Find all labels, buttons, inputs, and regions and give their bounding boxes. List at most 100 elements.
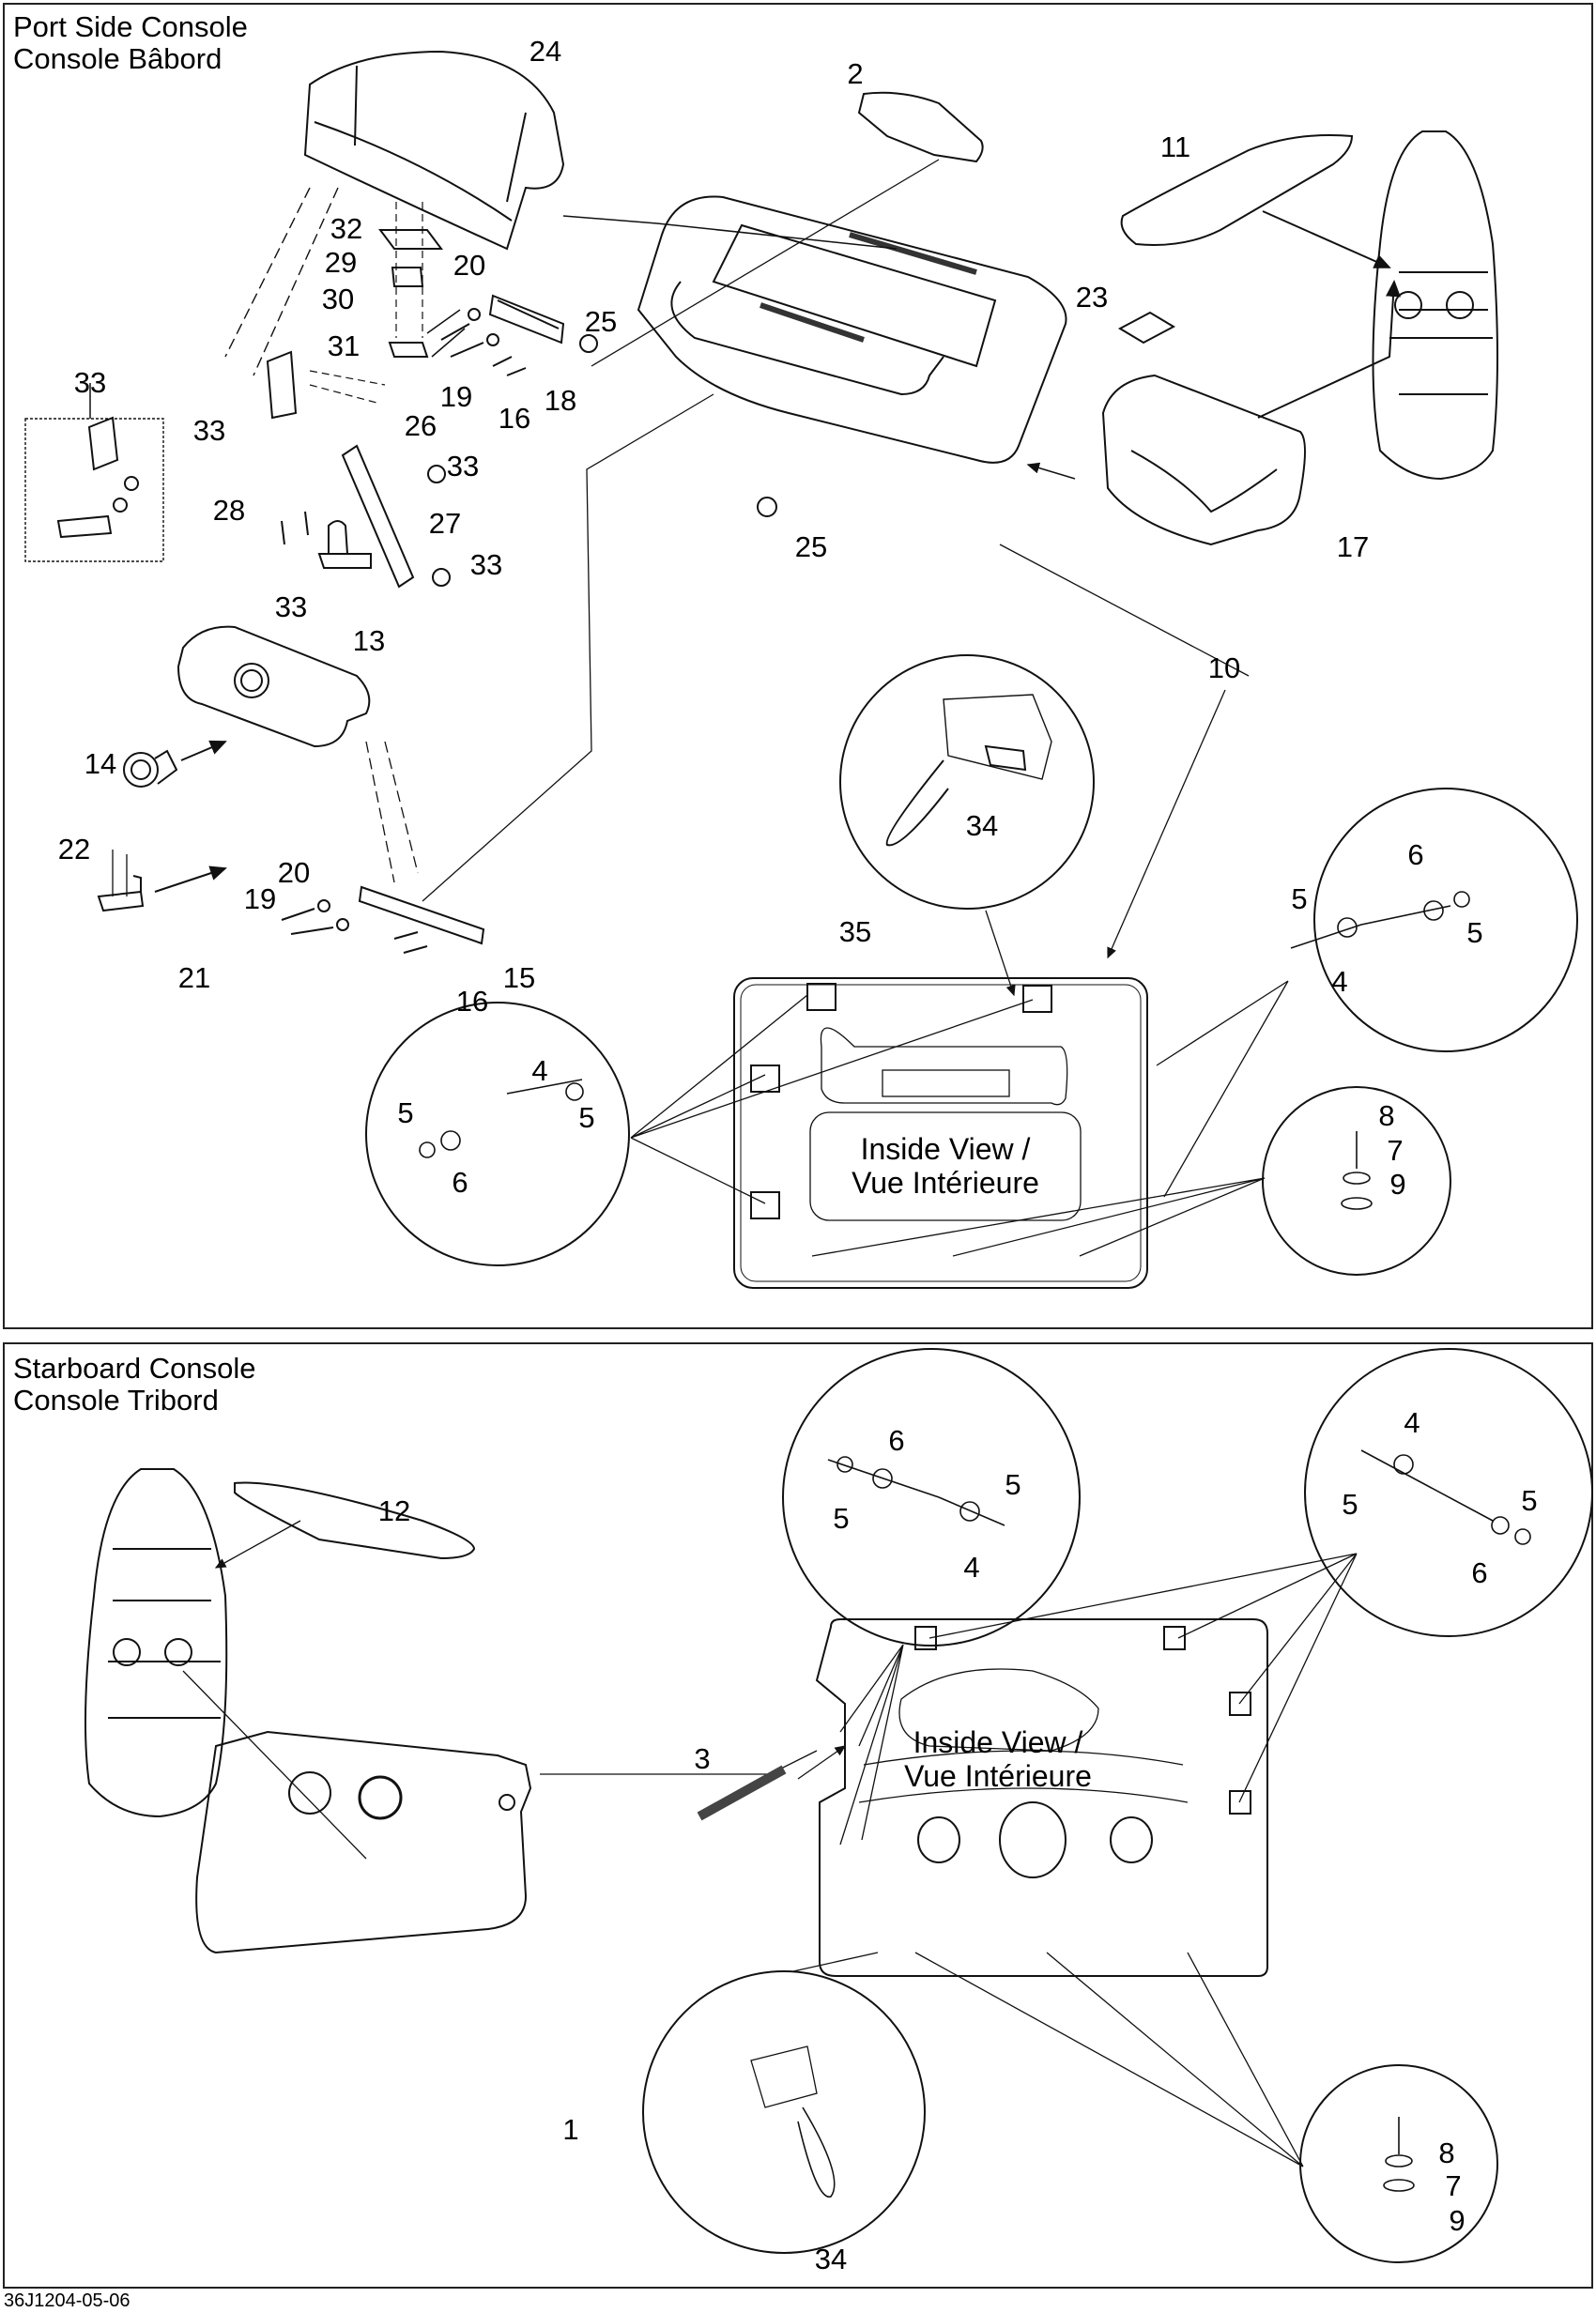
bolt-washer-nut-detail-starboard bbox=[750, 1449, 1531, 2198]
part-callout-1: 1 bbox=[562, 2113, 579, 2146]
part-callout-6: 6 bbox=[888, 1424, 905, 1457]
port-section-title: Port Side Console Console Bâbord bbox=[13, 11, 248, 75]
part-callout-9: 9 bbox=[1389, 1168, 1406, 1201]
inside-view-fr: Vue Intérieure bbox=[904, 1759, 1092, 1793]
port-title-fr: Console Bâbord bbox=[13, 42, 223, 75]
part-callout-5: 5 bbox=[1342, 1488, 1358, 1521]
detail-34-circle-starboard bbox=[642, 1970, 926, 2254]
bracket-21-drawing bbox=[97, 850, 227, 912]
part-callout-34: 34 bbox=[814, 2243, 848, 2275]
seat-cushion-24-drawing bbox=[303, 50, 565, 251]
part-callout-26: 26 bbox=[404, 409, 437, 442]
part-callout-27: 27 bbox=[428, 507, 462, 540]
part-callout-18: 18 bbox=[544, 384, 577, 417]
drawing-code: 36J1204-05-06 bbox=[4, 2290, 130, 2311]
starboard-title-en: Starboard Console bbox=[13, 1352, 256, 1385]
port-title-en: Port Side Console bbox=[13, 10, 248, 43]
detail-circle-bolt-starboard-right bbox=[1304, 1348, 1593, 1637]
part-callout-33: 33 bbox=[73, 366, 107, 399]
part-callout-20: 20 bbox=[277, 856, 311, 889]
port-inside-view-label: Inside View / Vue Intérieure bbox=[852, 1132, 1039, 1200]
glovebox-lid-13-drawing bbox=[123, 625, 371, 788]
part-callout-5: 5 bbox=[578, 1101, 595, 1134]
part-callout-9: 9 bbox=[1449, 2204, 1466, 2237]
starboard-title-fr: Console Tribord bbox=[13, 1384, 219, 1417]
part-callout-21: 21 bbox=[177, 961, 211, 994]
part-callout-29: 29 bbox=[324, 246, 358, 279]
part-callout-33: 33 bbox=[274, 590, 308, 623]
port-side-console-panel bbox=[3, 3, 1593, 1329]
part-callout-30: 30 bbox=[321, 283, 355, 315]
decal-2-drawing bbox=[857, 91, 984, 163]
part-callout-14: 14 bbox=[84, 747, 117, 780]
part-callout-6: 6 bbox=[452, 1166, 468, 1199]
part-callout-19: 19 bbox=[439, 380, 473, 413]
detail-circle-screw-starboard bbox=[1299, 2064, 1498, 2263]
console-10-drawing bbox=[579, 195, 1067, 517]
part-callout-16: 16 bbox=[455, 985, 489, 1018]
console-1-drawing bbox=[195, 1730, 532, 1954]
storage-tray-17-drawing bbox=[1101, 374, 1306, 546]
inside-view-en: Inside View / bbox=[860, 1132, 1031, 1166]
part-callout-4: 4 bbox=[963, 1551, 980, 1584]
part-callout-10: 10 bbox=[1207, 651, 1241, 684]
part-callout-33: 33 bbox=[446, 450, 480, 483]
part-callout-34: 34 bbox=[965, 809, 999, 842]
detail-circle-bolt-starboard-left bbox=[782, 1348, 1081, 1647]
detail-circle-bolt-port-left bbox=[365, 1002, 630, 1266]
part-callout-2: 2 bbox=[847, 57, 864, 90]
part-callout-31: 31 bbox=[327, 329, 361, 362]
part-callout-16: 16 bbox=[498, 402, 531, 435]
part-callout-33: 33 bbox=[469, 548, 503, 581]
kit-33-drawing bbox=[56, 383, 139, 539]
detail-circle-screw-port bbox=[1262, 1086, 1451, 1276]
piano-hinge-18-drawing bbox=[488, 294, 565, 345]
part-callout-8: 8 bbox=[1438, 2137, 1455, 2169]
part-callout-4: 4 bbox=[531, 1054, 548, 1087]
part-callout-25: 25 bbox=[584, 305, 618, 338]
part-callout-5: 5 bbox=[1521, 1484, 1538, 1517]
part-callout-12: 12 bbox=[377, 1494, 411, 1527]
detail-34-circle-port bbox=[839, 654, 1095, 910]
decal-12-drawing bbox=[234, 1481, 476, 1560]
part-callout-5: 5 bbox=[1005, 1468, 1021, 1501]
kit-33-inset-box bbox=[24, 418, 164, 562]
decal-23-drawing bbox=[1117, 311, 1176, 345]
part-callout-11: 11 bbox=[1159, 130, 1191, 163]
part-callout-6: 6 bbox=[1471, 1556, 1488, 1589]
part-callout-5: 5 bbox=[397, 1096, 414, 1129]
part-callout-4: 4 bbox=[1331, 965, 1348, 998]
link-arm-27-drawing bbox=[266, 350, 451, 589]
inside-view-en: Inside View / bbox=[913, 1725, 1083, 1759]
boat-top-view-port bbox=[1257, 130, 1498, 481]
fasteners-top-drawing bbox=[440, 308, 527, 376]
part-callout-7: 7 bbox=[1445, 2169, 1462, 2202]
part-callout-33: 33 bbox=[192, 414, 226, 447]
spring-3-drawing bbox=[697, 1765, 787, 1821]
part-callout-20: 20 bbox=[453, 249, 486, 282]
part-callout-4: 4 bbox=[1404, 1406, 1420, 1439]
detail-circle-bolt-port-right bbox=[1313, 788, 1578, 1052]
brackets-drawing bbox=[378, 202, 466, 358]
part-callout-25: 25 bbox=[794, 530, 828, 563]
part-callout-5: 5 bbox=[1466, 916, 1483, 949]
piano-hinge-15-drawing bbox=[281, 741, 485, 954]
part-callout-19: 19 bbox=[243, 882, 277, 915]
part-callout-35: 35 bbox=[838, 915, 872, 948]
part-callout-3: 3 bbox=[694, 1742, 711, 1775]
inside-view-box-starboard bbox=[815, 1618, 1268, 1977]
part-callout-24: 24 bbox=[529, 35, 562, 68]
part-callout-32: 32 bbox=[330, 212, 363, 245]
bolt-washer-nut-detail-port bbox=[419, 891, 1470, 1210]
starboard-section-title: Starboard Console Console Tribord bbox=[13, 1353, 256, 1417]
part-callout-23: 23 bbox=[1075, 281, 1109, 314]
starboard-console-panel bbox=[3, 1342, 1593, 2289]
inside-view-fr: Vue Intérieure bbox=[852, 1166, 1039, 1200]
part-callout-28: 28 bbox=[212, 494, 246, 527]
part-callout-8: 8 bbox=[1378, 1099, 1395, 1132]
part-callout-13: 13 bbox=[352, 624, 386, 657]
part-callout-22: 22 bbox=[57, 833, 91, 865]
part-callout-5: 5 bbox=[1291, 882, 1308, 915]
part-callout-5: 5 bbox=[833, 1502, 850, 1535]
